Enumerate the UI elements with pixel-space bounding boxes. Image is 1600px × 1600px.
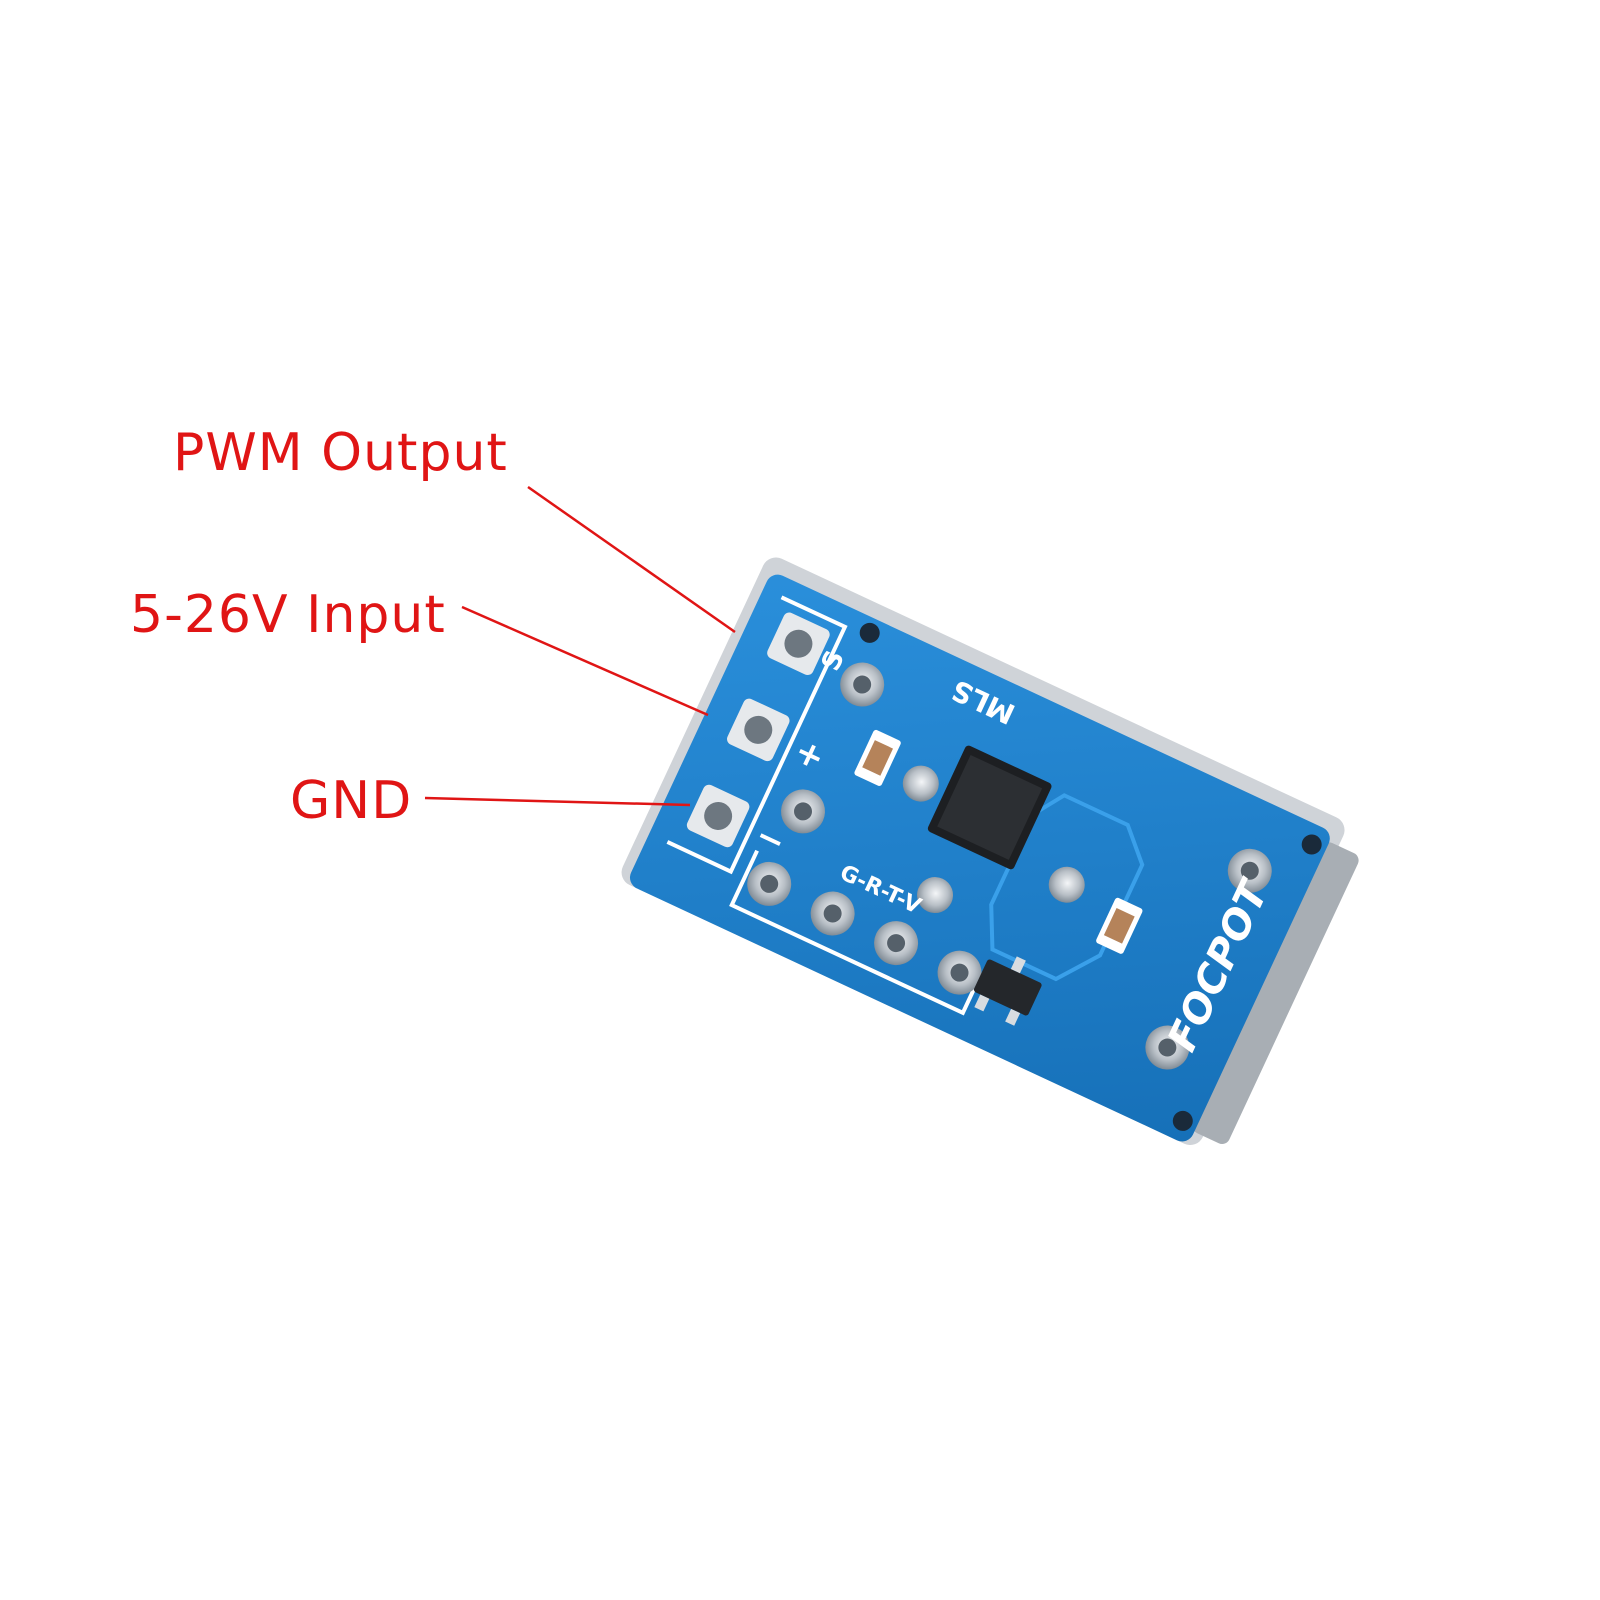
sensor-chip [927, 745, 1052, 870]
callout-lines [424, 485, 736, 807]
callout-power-input: 5-26V Input [130, 585, 446, 645]
mounting-holes [859, 622, 1322, 1131]
round-pads [747, 662, 1272, 1070]
silkscreen-outline [666, 595, 848, 875]
vias [902, 765, 1085, 914]
pin-pad-power [727, 698, 790, 762]
capacitor-1 [854, 729, 901, 786]
pin-pad-ground [686, 784, 750, 848]
pin-pad-signal [767, 612, 830, 676]
leader-line-power [461, 605, 709, 717]
capacitor-2 [1096, 897, 1143, 954]
sensor-board: S + − [621, 557, 1359, 1146]
callout-gnd: GND [290, 771, 412, 831]
leader-line-gnd [424, 796, 691, 807]
callout-pwm-output: PWM Output [173, 423, 508, 483]
voltage-regulator [973, 956, 1042, 1026]
leader-line-pwm [527, 485, 736, 634]
